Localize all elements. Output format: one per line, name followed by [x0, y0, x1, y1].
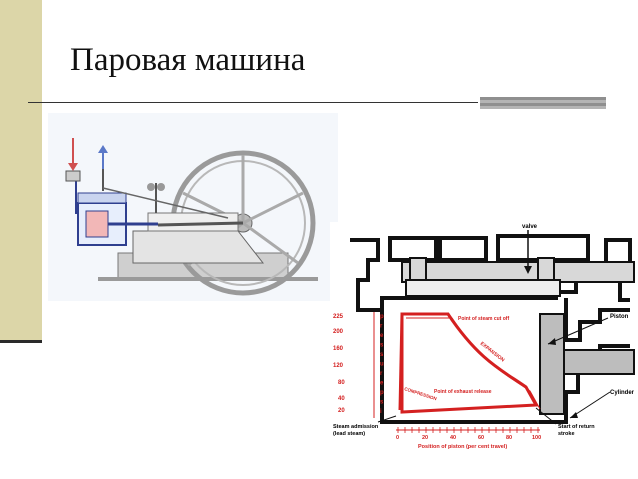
y-tick: 20 [338, 408, 345, 414]
label-piston: Piston [610, 314, 629, 320]
y-tick: 80 [338, 380, 345, 386]
x-tick: 80 [506, 435, 512, 441]
steam-in-arrow [68, 138, 78, 171]
y-tick: 225 [333, 314, 344, 320]
pressure-letter: u [380, 362, 384, 368]
x-tick: 0 [396, 435, 399, 441]
x-tick: 40 [450, 435, 456, 441]
pressure-letter: e [380, 381, 384, 387]
indicator-diagram: valve Piston Cylinder Point of steam cut… [330, 222, 638, 468]
label-steam-cut-off: Point of steam cut off [458, 316, 509, 322]
title-divider-accent [480, 97, 606, 109]
slide-title: Паровая машина [70, 42, 306, 78]
label-exhaust-release: Point of exhaust release [434, 389, 492, 395]
pressure-letter: s [380, 352, 384, 358]
label-steam-admission: Steam admission [333, 424, 379, 430]
label-return-stroke-2: stroke [558, 431, 575, 437]
engine-cylinder [77, 192, 158, 246]
indicator-curve [398, 312, 541, 414]
pressure-letter: s [380, 400, 384, 406]
x-axis-label: Position of piston (per cent travel) [418, 444, 507, 450]
y-tick: 200 [333, 329, 344, 335]
pressure-letter: i [380, 409, 382, 415]
x-tick: 20 [422, 435, 428, 441]
pressure-letter: p [380, 390, 384, 396]
x-tick: 100 [532, 435, 541, 441]
label-return-stroke: Start of return [558, 424, 595, 430]
label-lead-steam: (lead steam) [333, 431, 365, 437]
steam-out-arrow [98, 145, 108, 169]
y-tick: 120 [333, 363, 344, 369]
pressure-letter: e [380, 333, 384, 339]
label-valve: valve [522, 224, 538, 230]
y-tick: 40 [338, 396, 345, 402]
label-expansion: EXPANSION [479, 341, 506, 364]
piston [539, 313, 635, 415]
steam-engine-illustration [48, 113, 338, 301]
pressure-letter: s [380, 343, 384, 349]
label-compression: COMPRESSION [404, 386, 438, 401]
title-divider [28, 102, 478, 103]
position-axis: 0 20 40 60 80 100 Position of piston (pe… [396, 427, 541, 450]
left-accent-underline [0, 340, 42, 343]
pressure-letter: p [380, 314, 384, 320]
pressure-letter: r [380, 371, 383, 377]
pressure-letter: r [380, 324, 383, 330]
label-cylinder: Cylinder [610, 390, 635, 396]
x-tick: 60 [478, 435, 484, 441]
y-tick: 160 [333, 346, 344, 352]
left-accent-bar [0, 0, 42, 342]
